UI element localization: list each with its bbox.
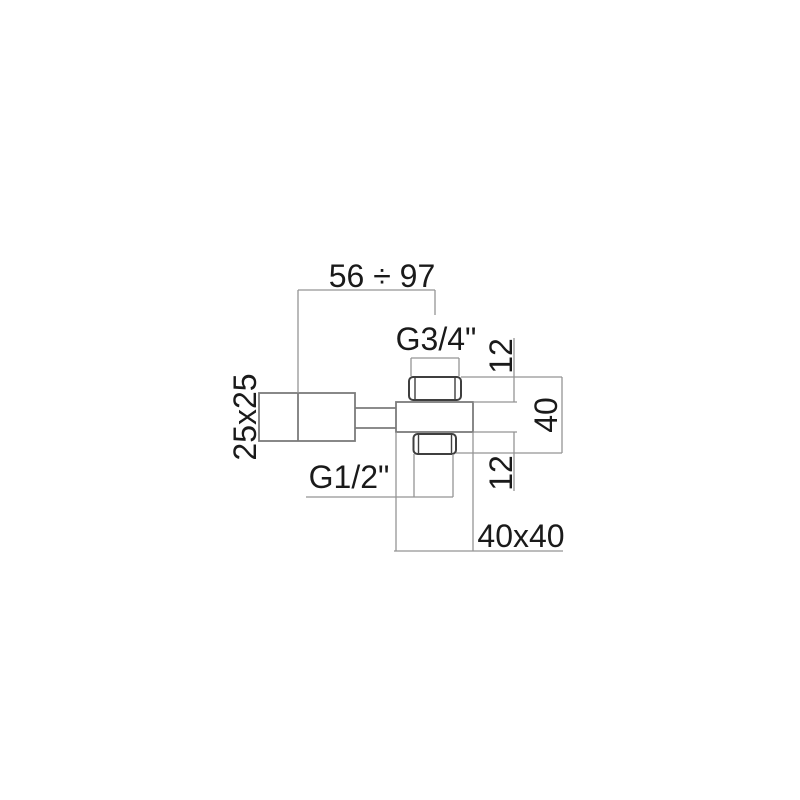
dimension-labels: 56 ÷ 97 G3/4" 12 40 12 25x25 G1/2" 40x40 bbox=[227, 258, 565, 554]
label-thread-bottom: G1/2" bbox=[309, 459, 390, 495]
label-offset-bottom: 12 bbox=[483, 455, 519, 491]
label-tube-section: 25x25 bbox=[227, 373, 263, 460]
label-thread-top: G3/4" bbox=[396, 321, 477, 357]
label-offset-top: 12 bbox=[483, 338, 519, 374]
label-length-range: 56 ÷ 97 bbox=[329, 258, 436, 294]
label-body-section: 40x40 bbox=[477, 518, 564, 554]
valve-body-outline bbox=[395, 401, 474, 433]
dimension-lines bbox=[297, 289, 563, 552]
wall-tube-outline bbox=[258, 392, 356, 442]
valve-object bbox=[258, 376, 474, 455]
top-fitting-nut bbox=[408, 376, 462, 401]
bottom-fitting-nut bbox=[412, 433, 457, 455]
label-height-overall: 40 bbox=[528, 397, 564, 433]
